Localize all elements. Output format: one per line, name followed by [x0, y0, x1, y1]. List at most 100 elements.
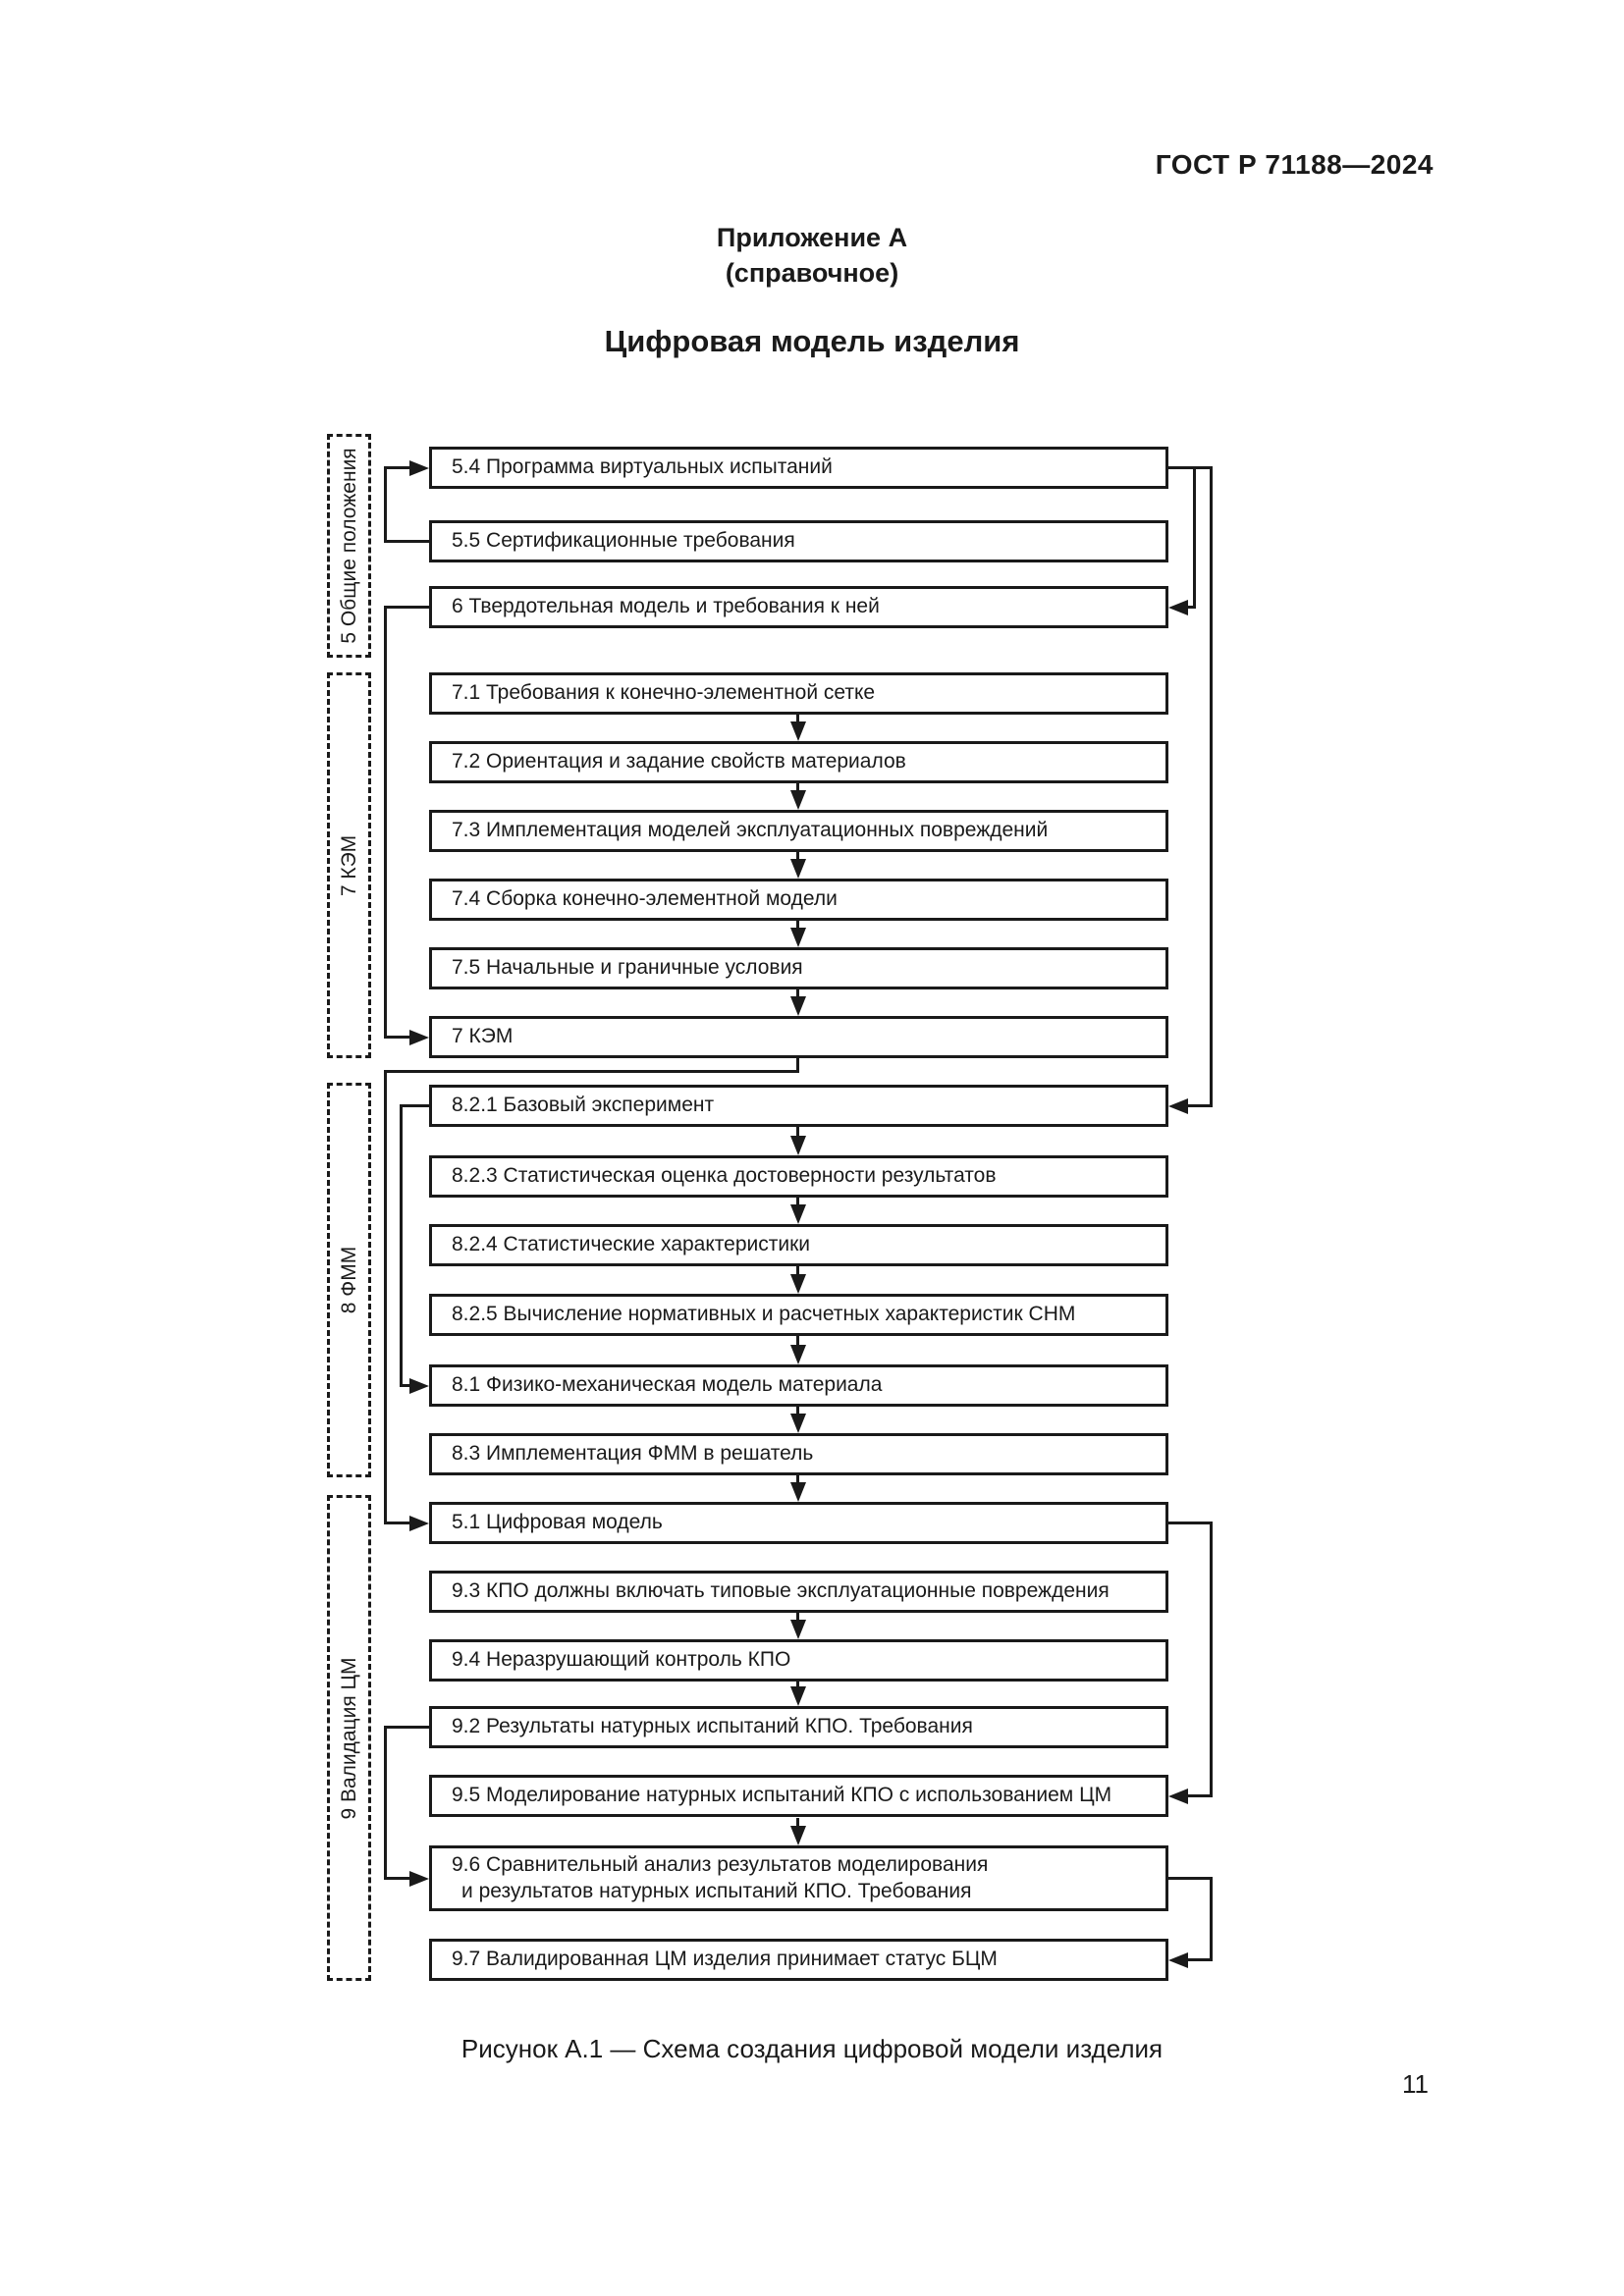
flow-box-label: 8.2.4 Статистические характеристики	[452, 1233, 811, 1256]
connector-5-4-to-8-2-1-head	[1168, 1098, 1188, 1114]
flow-box-label: 9.5 Моделирование натурных испытаний КПО…	[452, 1784, 1112, 1807]
connector-5-5-stub	[384, 540, 429, 543]
flow-box-label: 7.4 Сборка конечно-элементной модели	[452, 887, 838, 911]
connector-8-2-1-to-8-1-head	[409, 1378, 429, 1394]
connector-5-4-to-6-hline	[1186, 606, 1196, 609]
flow-box-6: 6 Твердотельная модель и требования к не…	[429, 586, 1168, 628]
flow-arrow-7-4-to-7-5-head	[790, 928, 806, 947]
flow-arrow-8-2-5-to-8-1-head	[790, 1345, 806, 1364]
flow-arrow-8-2-1-to-8-2-3-head	[790, 1136, 806, 1155]
figure-title: Цифровая модель изделия	[604, 324, 1020, 358]
appendix-type: (справочное)	[725, 258, 899, 288]
connector-9-6-to-9-7-hline-bottom	[1186, 1958, 1213, 1961]
figure-caption: Рисунок А.1 — Схема создания цифровой мо…	[460, 2034, 1164, 2063]
connector-9-2-to-9-6-head	[409, 1871, 429, 1887]
flow-box-label: 8.2.3 Статистическая оценка достоверност…	[452, 1164, 997, 1188]
group-label-9: 9 Валидация ЦМ	[337, 1656, 360, 1820]
flow-arrow-9-3-to-9-4-head	[790, 1620, 806, 1639]
flow-arrow-7-5-to-7kem-line	[796, 989, 799, 998]
flow-arrow-7-4-to-7-5-line	[796, 921, 799, 930]
connector-9-2-to-9-6-vline	[384, 1726, 387, 1880]
connector-7kem-to-5-1-head	[409, 1516, 429, 1531]
connector-5-4-to-6-head	[1168, 600, 1188, 615]
flow-box-label: 8.2.1 Базовый эксперимент	[452, 1094, 715, 1117]
flow-arrow-9-5-to-9-6-line	[796, 1818, 799, 1828]
flow-box-9-4: 9.4 Неразрушающий контроль КПО	[429, 1639, 1168, 1682]
flow-box-label-line2: и результатов натурных испытаний КПО. Тр…	[461, 1879, 972, 1902]
connector-6-to-7kem-hline-bottom	[384, 1036, 411, 1039]
connector-8-2-1-to-8-1-vline	[400, 1104, 403, 1387]
connector-7kem-to-5-1-hline-bottom	[384, 1522, 411, 1524]
flow-arrow-8-2-4-to-8-2-5-head	[790, 1274, 806, 1294]
flow-box-7-1: 7.1 Требования к конечно-элементной сетк…	[429, 672, 1168, 715]
flow-arrow-8-1-to-8-3-head	[790, 1414, 806, 1433]
flow-arrow-8-1-to-8-3-line	[796, 1407, 799, 1415]
flow-box-8-2-4: 8.2.4 Статистические характеристики	[429, 1224, 1168, 1266]
flow-arrow-8-2-3-to-8-2-4-head	[790, 1204, 806, 1224]
flow-arrow-8-2-1-to-8-2-3-line	[796, 1127, 799, 1138]
connector-5-1-to-9-5-hline-bottom	[1186, 1794, 1213, 1797]
flow-box-8-2-5: 8.2.5 Вычисление нормативных и расчетных…	[429, 1294, 1168, 1336]
flow-box-label: 7.3 Имплементация моделей эксплуатационн…	[452, 819, 1049, 842]
flow-box-label: 9.2 Результаты натурных испытаний КПО. Т…	[452, 1715, 973, 1738]
flow-box-7-3: 7.3 Имплементация моделей эксплуатационн…	[429, 810, 1168, 852]
flow-box-label: 5.4 Программа виртуальных испытаний	[452, 455, 833, 479]
flow-arrow-7-2-to-7-3-line	[796, 783, 799, 792]
flow-box-label: 7.1 Требования к конечно-элементной сетк…	[452, 681, 876, 705]
flow-box-label: 9.7 Валидированная ЦМ изделия принимает …	[452, 1948, 998, 1971]
flow-box-8-3: 8.3 Имплементация ФММ в решатель	[429, 1433, 1168, 1475]
flow-box-label: 8.2.5 Вычисление нормативных и расчетных…	[452, 1303, 1076, 1326]
connector-9-6-to-9-7-hline-top	[1168, 1877, 1213, 1880]
connector-5-4-to-6-vline	[1193, 466, 1196, 609]
flow-box-label: 5.5 Сертификационные требования	[452, 529, 795, 553]
connector-5-5-to-5-4-hline	[384, 466, 411, 469]
flow-box-9-6: 9.6 Сравнительный анализ результатов мод…	[429, 1845, 1168, 1911]
connector-6-to-7kem-vline	[384, 606, 387, 1039]
connector-9-2-to-9-6-hline-top	[384, 1726, 429, 1729]
flow-box-label: 5.1 Цифровая модель	[452, 1511, 663, 1534]
flow-arrow-8-2-3-to-8-2-4-line	[796, 1198, 799, 1206]
flow-arrow-8-3-to-5-1-head	[790, 1482, 806, 1502]
flow-arrow-7-2-to-7-3-head	[790, 790, 806, 810]
flow-box-label: 9.3 КПО должны включать типовые эксплуат…	[452, 1579, 1110, 1603]
flow-box-7-2: 7.2 Ориентация и задание свойств материа…	[429, 741, 1168, 783]
flow-arrow-7-5-to-7kem-head	[790, 996, 806, 1016]
flow-box-9-3: 9.3 КПО должны включать типовые эксплуат…	[429, 1571, 1168, 1613]
flow-box-7-4: 7.4 Сборка конечно-элементной модели	[429, 879, 1168, 921]
appendix-heading: Приложение А	[716, 223, 908, 252]
connector-9-2-to-9-6-hline-bottom	[384, 1877, 411, 1880]
flow-arrow-8-2-5-to-8-1-line	[796, 1336, 799, 1347]
connector-6-to-7kem-head	[409, 1030, 429, 1045]
flow-box-label: 8.3 Имплементация ФММ в решатель	[452, 1442, 814, 1466]
group-label-5: 5 Общие положения	[337, 448, 360, 644]
connector-6-to-7kem-hline-top	[384, 606, 429, 609]
flow-box-9-7: 9.7 Валидированная ЦМ изделия принимает …	[429, 1939, 1168, 1981]
connector-7kem-to-5-1-hline-top	[384, 1070, 799, 1073]
connector-7kem-to-5-1-stub	[796, 1058, 799, 1073]
flow-box-label-line1: 9.6 Сравнительный анализ результатов мод…	[452, 1853, 989, 1877]
flow-box-8-2-1: 8.2.1 Базовый эксперимент	[429, 1085, 1168, 1127]
connector-5-1-to-9-5-hline-top	[1168, 1522, 1213, 1524]
flow-arrow-7-3-to-7-4-line	[796, 852, 799, 861]
flow-arrow-7-1-to-7-2-line	[796, 715, 799, 723]
flow-box-5-1: 5.1 Цифровая модель	[429, 1502, 1168, 1544]
flow-box-label: 7.5 Начальные и граничные условия	[452, 956, 803, 980]
connector-5-1-to-9-5-vline	[1210, 1522, 1213, 1797]
flow-box-8-1: 8.1 Физико-механическая модель материала	[429, 1364, 1168, 1407]
flow-box-label: 8.1 Физико-механическая модель материала	[452, 1373, 883, 1397]
flow-box-label: 6 Твердотельная модель и требования к не…	[452, 595, 880, 618]
flow-box-5-4: 5.4 Программа виртуальных испытаний	[429, 447, 1168, 489]
flow-arrow-9-5-to-9-6-head	[790, 1826, 806, 1845]
group-bracket-7: 7 КЭМ	[327, 672, 371, 1058]
group-bracket-8: 8 ФММ	[327, 1083, 371, 1477]
flow-box-7-5: 7.5 Начальные и граничные условия	[429, 947, 1168, 989]
group-label-7: 7 КЭМ	[337, 834, 360, 896]
flow-arrow-7-3-to-7-4-head	[790, 859, 806, 879]
flow-arrow-9-3-to-9-4-line	[796, 1613, 799, 1622]
flow-arrow-7-1-to-7-2-head	[790, 721, 806, 741]
flow-box-9-5: 9.5 Моделирование натурных испытаний КПО…	[429, 1775, 1168, 1817]
group-bracket-9: 9 Валидация ЦМ	[327, 1495, 371, 1981]
flow-box-7kem: 7 КЭМ	[429, 1016, 1168, 1058]
group-label-8: 8 ФММ	[337, 1246, 360, 1314]
